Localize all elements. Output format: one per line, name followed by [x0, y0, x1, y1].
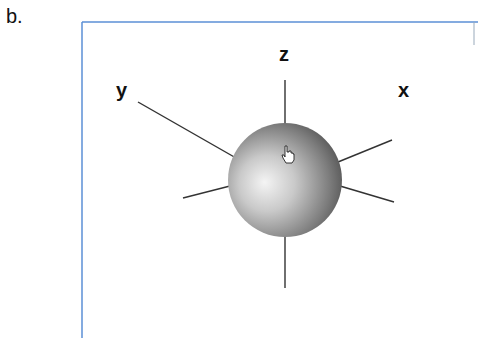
z-axis-top	[284, 80, 285, 128]
y-axis-upper	[138, 102, 236, 158]
axis-label: x	[398, 80, 409, 100]
hand-cursor	[282, 146, 294, 163]
frame-left	[81, 22, 83, 338]
figure-label: b.	[6, 6, 23, 26]
sphere	[228, 123, 342, 237]
frame-right	[474, 22, 475, 45]
axis-label: z	[279, 44, 289, 64]
y-axis-lower	[340, 186, 394, 202]
axis-label: y	[116, 80, 127, 100]
x-axis-upper	[338, 140, 392, 162]
frame-top	[82, 21, 478, 23]
z-axis-bottom	[284, 236, 285, 288]
x-axis-lower	[183, 186, 230, 198]
